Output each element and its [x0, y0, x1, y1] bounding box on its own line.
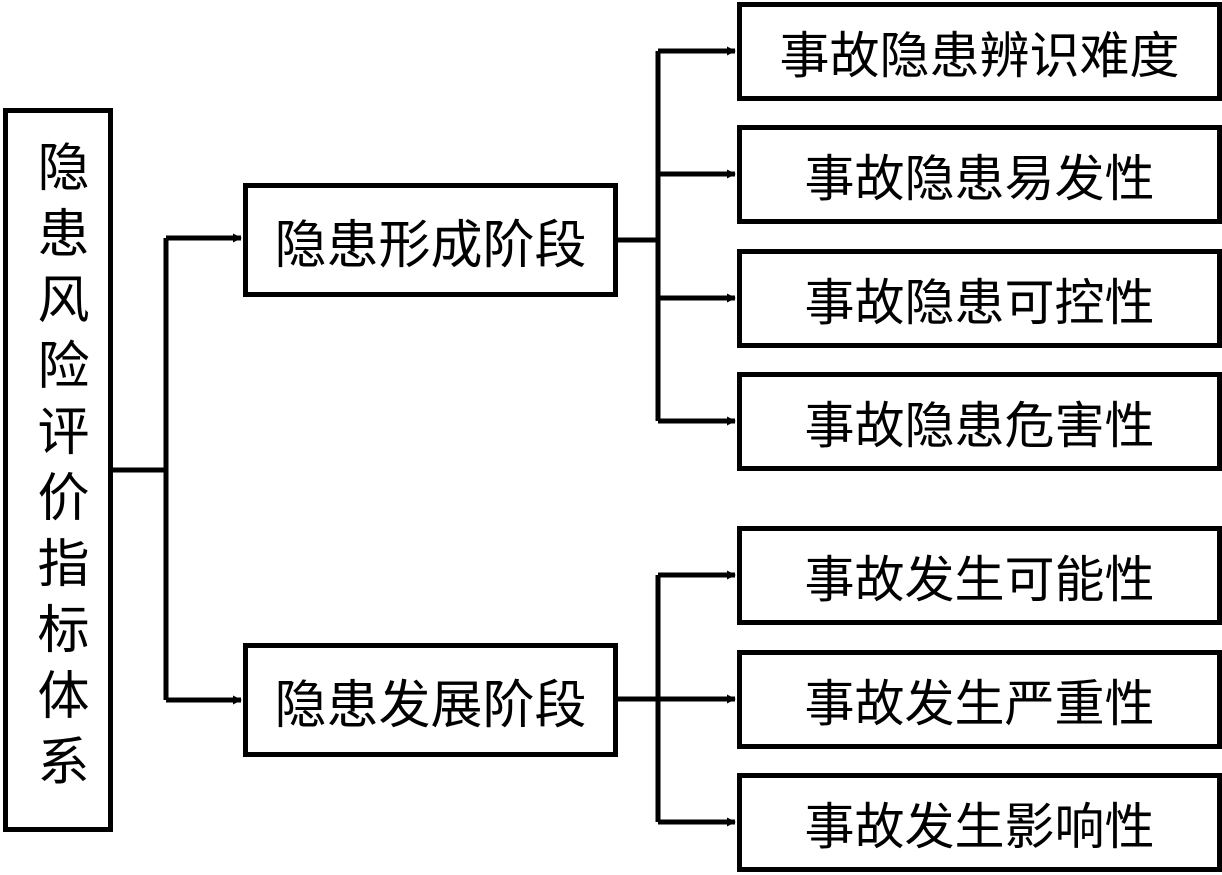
leaf-node-label: 事故隐患辨识难度: [779, 26, 1180, 85]
leaf-node-label: 事故发生可能性: [804, 550, 1155, 609]
leaf-node-possibility: 事故发生可能性: [737, 526, 1222, 625]
stage-node-development: 隐患发展阶段: [243, 643, 618, 757]
leaf-node-controllability: 事故隐患可控性: [737, 249, 1222, 348]
stage-node-label: 隐患发展阶段: [274, 675, 587, 736]
root-node: 隐患风险评价指标体系: [3, 108, 113, 832]
leaf-node-label: 事故隐患易发性: [804, 149, 1155, 208]
leaf-node-label: 事故隐患危害性: [804, 396, 1155, 455]
leaf-node-identification-difficulty: 事故隐患辨识难度: [737, 2, 1222, 101]
stage-node-formation: 隐患形成阶段: [243, 183, 618, 297]
leaf-node-impact: 事故发生影响性: [737, 773, 1222, 872]
leaf-node-label: 事故发生严重性: [804, 674, 1155, 733]
stage-node-label: 隐患形成阶段: [274, 215, 587, 276]
leaf-node-susceptibility: 事故隐患易发性: [737, 125, 1222, 224]
leaf-node-harmfulness: 事故隐患危害性: [737, 372, 1222, 471]
leaf-node-label: 事故隐患可控性: [804, 273, 1155, 332]
leaf-node-severity: 事故发生严重性: [737, 650, 1222, 749]
leaf-node-label: 事故发生影响性: [804, 797, 1155, 856]
root-node-label: 隐患风险评价指标体系: [28, 140, 88, 800]
